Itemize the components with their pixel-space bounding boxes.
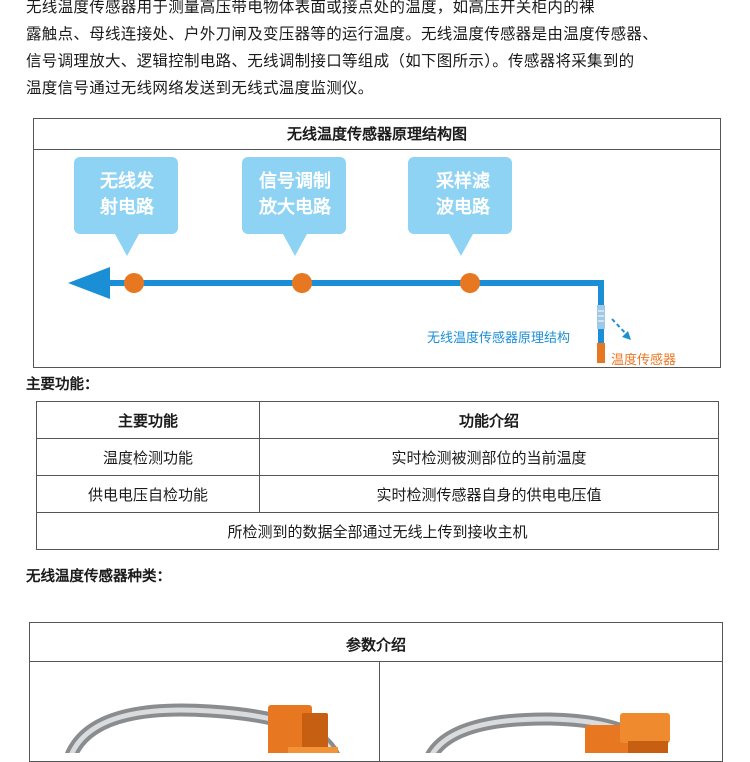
- table-cell: 实时检测传感器自身的供电电压值: [259, 475, 719, 513]
- bubble-filter-line2: 波电路: [436, 196, 491, 218]
- bubble-sampling-filter-circuit: 采样滤 波电路: [408, 157, 512, 256]
- table-row: 供电电压自检功能 实时检测传感器自身的供电电压值: [36, 475, 719, 513]
- table-row: 温度检测功能 实时检测被测部位的当前温度: [36, 438, 719, 476]
- params-divider: [379, 661, 380, 761]
- table-header-cell: 主要功能: [36, 401, 260, 439]
- bubble-signal-amp-circuit: 信号调制 放大电路: [242, 157, 346, 256]
- bubble-amp-line1: 信号调制: [259, 170, 331, 192]
- arrow-left-icon: [68, 267, 110, 299]
- intro-line: 温度信号通过无线网络发送到无线式温度监测仪。: [26, 79, 374, 97]
- params-box: 参数介绍: [29, 622, 723, 762]
- node-rf: [124, 273, 144, 293]
- table-cell: 供电电压自检功能: [36, 475, 260, 513]
- diagram-caption: 无线温度传感器原理结构: [427, 330, 570, 346]
- sensor-photo-right: [425, 712, 670, 753]
- sensor-photo-left: [65, 703, 340, 753]
- table-cell: 实时检测被测部位的当前温度: [259, 438, 719, 476]
- bubble-filter-line1: 采样滤: [435, 170, 490, 192]
- functions-section-title: 主要功能：: [26, 377, 99, 393]
- intro-line: 无线温度传感器用于测量高压带电物体表面或接点处的温度，如高压开关柜内的裸: [26, 0, 595, 16]
- intro-paragraph: 无线温度传感器用于测量高压带电物体表面或接点处的温度，如高压开关柜内的裸 露触点…: [26, 0, 726, 102]
- functions-table: 主要功能 功能介绍 温度检测功能 实时检测被测部位的当前温度 供电电压自检功能 …: [36, 401, 719, 550]
- node-amp: [292, 273, 312, 293]
- arrow-down-right-icon: [622, 331, 631, 340]
- table-cell: 温度检测功能: [36, 438, 260, 476]
- types-section-title: 无线温度传感器种类：: [26, 569, 171, 585]
- table-footer-cell: 所检测到的数据全部通过无线上传到接收主机: [36, 512, 719, 550]
- table-header-row: 主要功能 功能介绍: [36, 401, 719, 439]
- intro-line: 露触点、母线连接处、户外刀闸及变压器等的运行温度。无线温度传感器是由温度传感器、: [26, 25, 659, 43]
- diagram-svg: 无线发 射电路 信号调制 放大电路 采样滤 波电路: [68, 157, 676, 368]
- bubble-amp-line2: 放大电路: [258, 196, 332, 218]
- sensor-element: [597, 305, 631, 363]
- bubble-rf-line1: 无线发: [100, 170, 155, 192]
- sensor-label: 温度传感器: [611, 352, 676, 368]
- intro-line: 信号调理放大、逻辑控制电路、无线调制接口等组成（如下图所示）。传感器将采集到的: [26, 52, 635, 70]
- table-footer-row: 所检测到的数据全部通过无线上传到接收主机: [36, 512, 719, 550]
- node-filter: [460, 273, 480, 293]
- principle-diagram: 无线温度传感器原理结构图 无线发 射电路 信号调制 放大电路 采样滤 波电路: [33, 118, 721, 368]
- table-header-cell: 功能介绍: [259, 401, 719, 439]
- diagram-title: 无线温度传感器原理结构图: [34, 119, 720, 150]
- bubble-rf-line2: 射电路: [99, 196, 155, 218]
- bubble-rf-circuit: 无线发 射电路: [74, 157, 178, 256]
- params-title: 参数介绍: [30, 623, 722, 662]
